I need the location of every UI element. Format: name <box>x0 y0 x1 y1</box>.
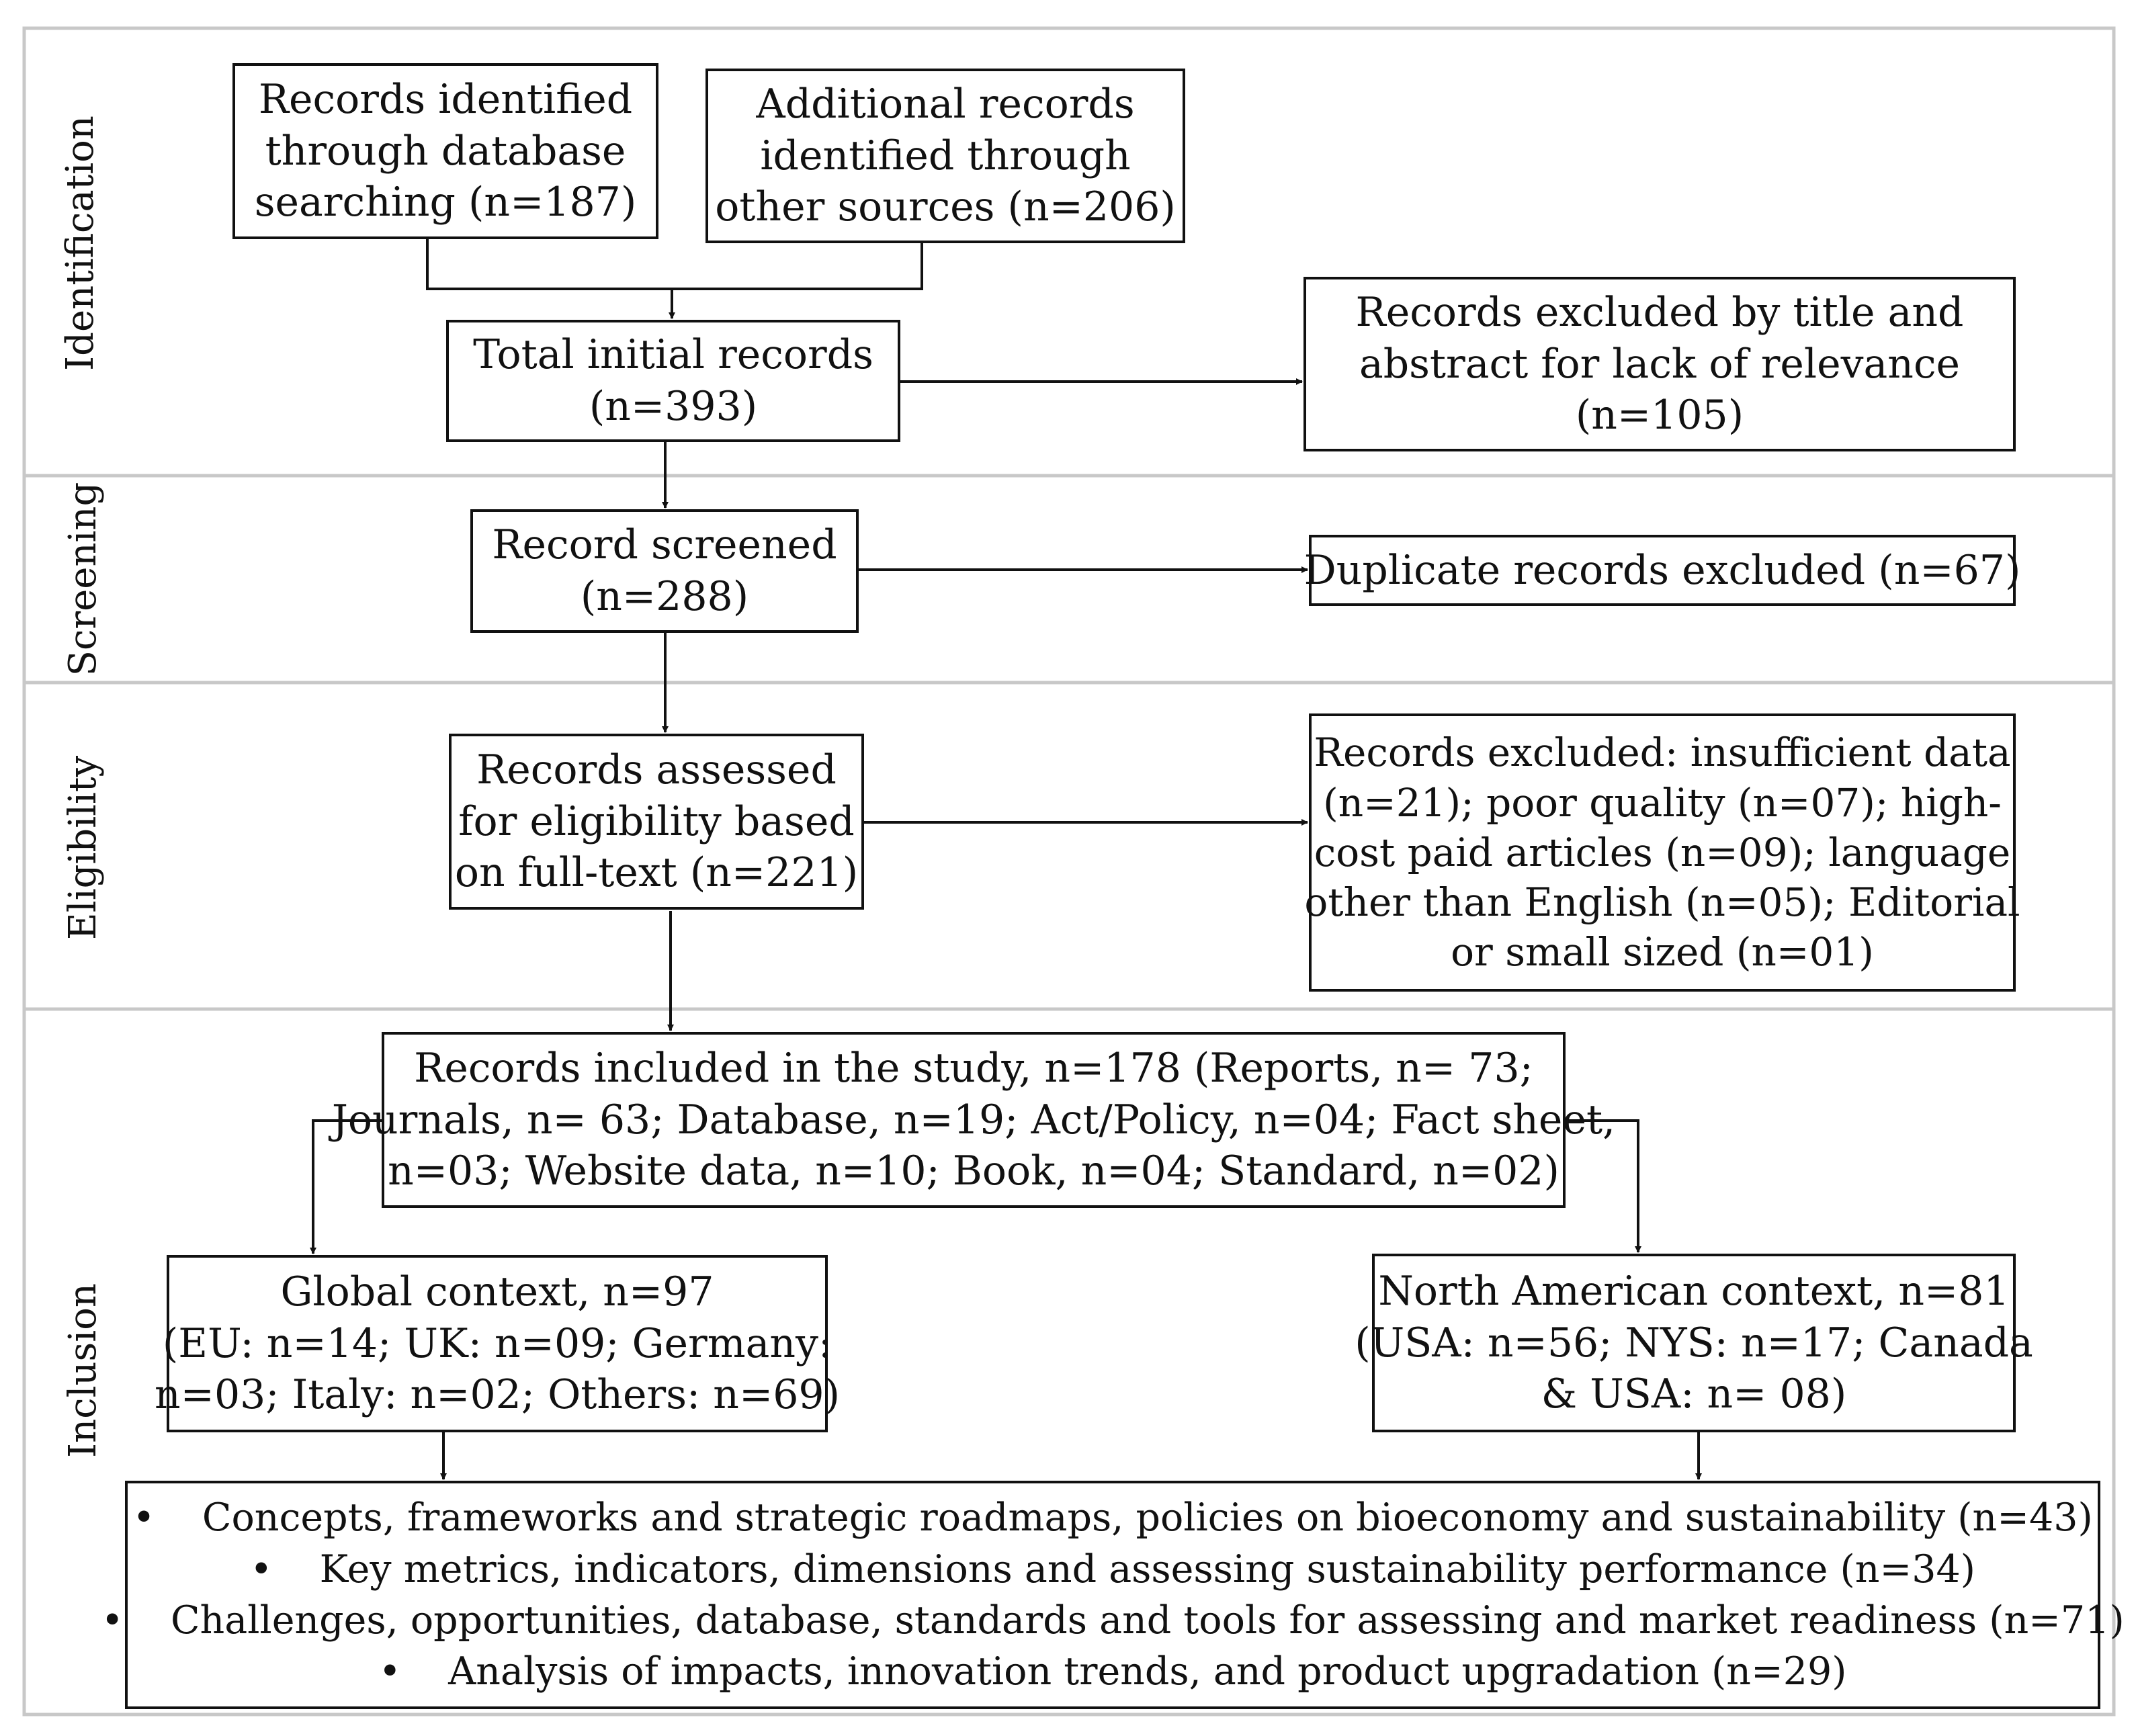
box-text-line: for eligibility based <box>458 797 855 845</box>
north-american-context-box: North American context, n=81 (USA: n=56;… <box>1355 1254 2033 1432</box>
box-text-line: Records identified <box>258 75 633 123</box>
duplicates-excluded-box: Duplicate records excluded (n=67) <box>1304 535 2020 606</box>
box-text-line: other sources (n=206) <box>715 183 1176 231</box>
box-text-line: (n=288) <box>580 573 749 620</box>
box-text-line: Records excluded by title and <box>1355 288 1964 336</box>
screened-records-box: Record screened (n=288) <box>470 509 859 633</box>
theme-bullet-item: Concepts, frameworks and strategic roadm… <box>132 1492 2093 1543</box>
other-sources-box: Additional records identified through ot… <box>705 69 1185 243</box>
box-text-line: (n=393) <box>589 383 758 430</box>
box-text-line: Records assessed <box>476 746 837 793</box>
included-records-box: Records included in the study, n=178 (Re… <box>332 1032 1615 1208</box>
box-text-line: (n=21); poor quality (n=07); high- <box>1323 779 2002 826</box>
box-text-line: Records excluded: insufficient data <box>1314 730 2011 776</box>
excluded-eligibility-box: Records excluded: insufficient data (n=2… <box>1304 713 2020 992</box>
connector-sources-merge <box>426 238 923 290</box>
box-text-line: through database <box>265 127 626 175</box>
thematic-categories-box: Concepts, frameworks and strategic roadm… <box>125 1481 2125 1709</box>
box-text-line: Global context, n=97 <box>280 1268 714 1315</box>
box-text-line: (n=105) <box>1575 392 1744 439</box>
box-text-line: n=03; Website data, n=10; Book, n=04; St… <box>388 1147 1559 1195</box>
phase-label-inclusion: Inclusion <box>61 1283 105 1458</box>
box-text-line: (EU: n=14; UK: n=09; Germany: <box>162 1319 832 1367</box>
global-context-box: Global context, n=97 (EU: n=14; UK: n=09… <box>155 1255 840 1432</box>
box-text-line: Duplicate records excluded (n=67) <box>1303 546 2021 594</box>
eligibility-assessed-box: Records assessed for eligibility based o… <box>449 734 864 910</box>
box-text-line: cost paid articles (n=09); language <box>1314 829 2011 875</box>
arrow-to-global <box>310 1119 382 1254</box>
box-text-line: Record screened <box>492 521 837 569</box>
phase-label-screening: Screening <box>61 482 105 677</box>
box-text-line: searching (n=187) <box>254 179 637 226</box>
box-text-line: North American context, n=81 <box>1378 1267 2010 1315</box>
box-text-line: Total initial records <box>473 331 873 379</box>
box-text-line: Journals, n= 63; Database, n=19; Act/Pol… <box>331 1096 1616 1143</box>
total-records-box: Total initial records (n=393) <box>446 320 900 442</box>
phase-panel-frame <box>22 26 2116 1717</box>
arrow-to-north-america <box>1566 1119 1641 1253</box>
box-text-line: Records included in the study, n=178 (Re… <box>414 1044 1533 1092</box>
box-text-line: n=03; Italy: n=02; Others: n=69) <box>155 1371 840 1419</box>
box-text-line: other than English (n=05); Editorial <box>1304 879 2020 926</box>
phase-label-eligibility: Eligibility <box>61 755 105 941</box>
box-text-line: on full-text (n=221) <box>454 849 859 897</box>
theme-bullet-item: Analysis of impacts, innovation trends, … <box>378 1646 1846 1697</box>
phase-label-identification: Identification <box>58 116 102 371</box>
box-text-line: or small sized (n=01) <box>1451 929 1874 975</box>
box-text-line: Additional records <box>756 80 1135 128</box>
box-text-line: identified through <box>760 132 1131 179</box>
box-text-line: & USA: n= 08) <box>1541 1371 1847 1418</box>
box-text-line: (USA: n=56; NYS: n=17; Canada <box>1355 1319 2033 1366</box>
theme-bullet-item: Key metrics, indicators, dimensions and … <box>250 1544 1975 1595</box>
database-records-box: Records identified through database sear… <box>232 63 658 239</box>
theme-bullet-item: Challenges, opportunities, database, sta… <box>101 1595 2125 1646</box>
box-text-line: abstract for lack of relevance <box>1359 340 1961 388</box>
excluded-title-abstract-box: Records excluded by title and abstract f… <box>1303 277 2016 451</box>
